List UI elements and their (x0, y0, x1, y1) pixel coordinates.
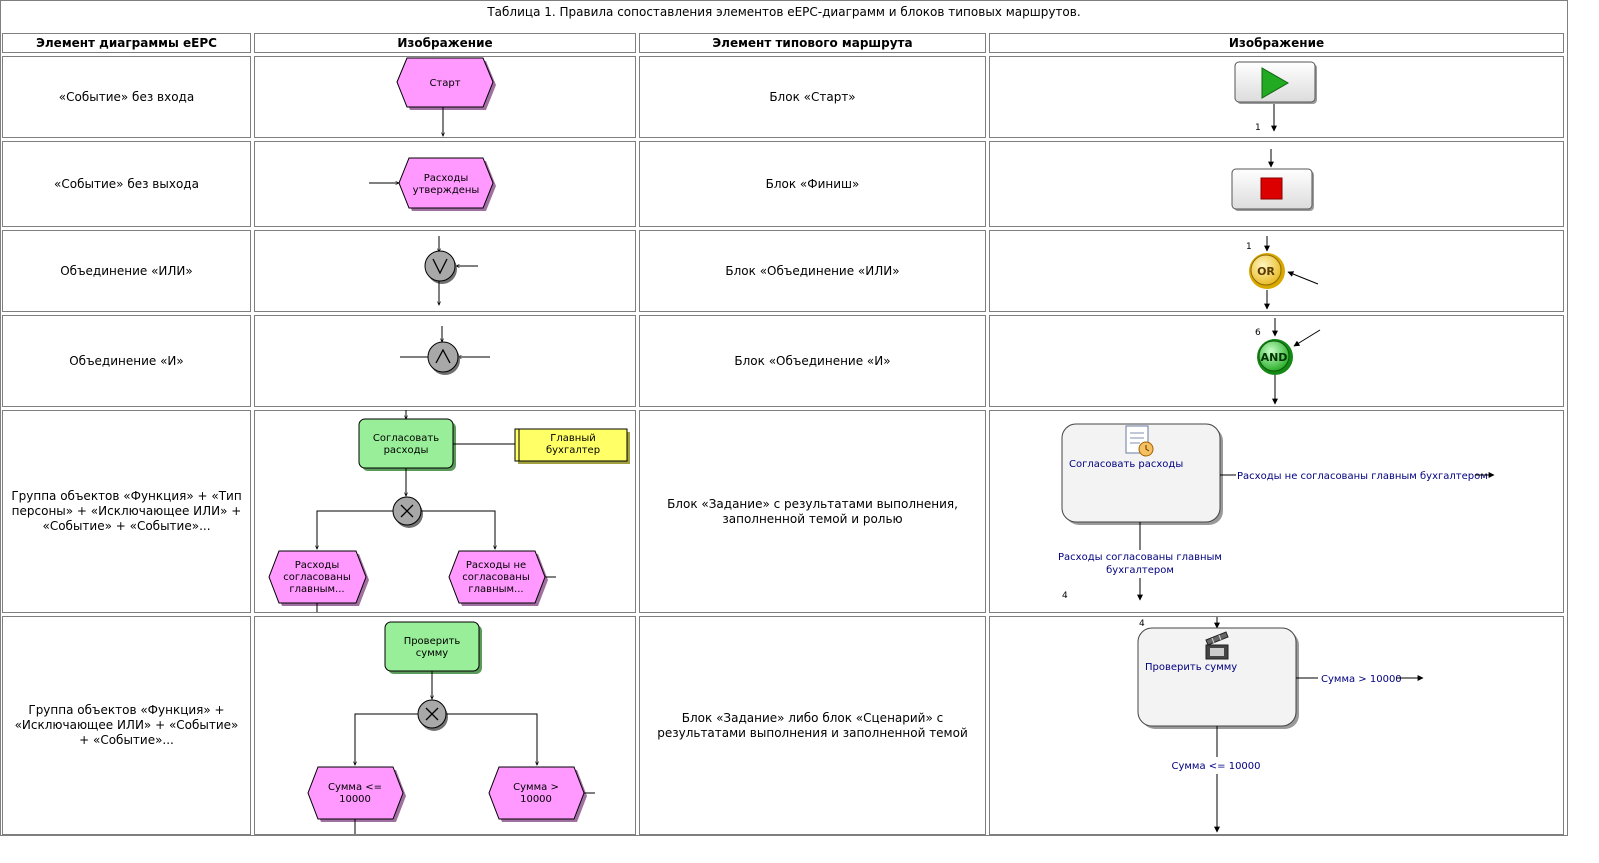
row6-route-image-cell (989, 616, 1564, 835)
row4-epc-label: Объединение «И» (2, 315, 251, 407)
row5-route-label: Блок «Задание» с результатами выполнения… (639, 410, 986, 613)
row3-epc-image-cell (254, 230, 636, 312)
row2-route-label: Блок «Финиш» (639, 141, 986, 227)
header-epc-element: Элемент диаграммы eEPC (2, 33, 251, 53)
table-title: Таблица 1. Правила сопоставления элемент… (487, 5, 1081, 19)
row3-route-label: Блок «Объединение «ИЛИ» (639, 230, 986, 312)
header-route-image: Изображение (989, 33, 1564, 53)
row6-epc-image-cell (254, 616, 636, 835)
row6-route-label: Блок «Задание» либо блок «Сценарий» с ре… (639, 616, 986, 835)
row2-epc-label: «Событие» без выхода (2, 141, 251, 227)
row1-route-label: Блок «Старт» (639, 56, 986, 138)
row2-route-image-cell (989, 141, 1564, 227)
row5-epc-image-cell (254, 410, 636, 613)
row1-epc-label: «Событие» без входа (2, 56, 251, 138)
row4-epc-image-cell (254, 315, 636, 407)
row1-route-image-cell (989, 56, 1564, 138)
row4-route-image-cell (989, 315, 1564, 407)
row5-route-image-cell (989, 410, 1564, 613)
header-epc-image: Изображение (254, 33, 636, 53)
row1-epc-image-cell (254, 56, 636, 138)
row4-route-label: Блок «Объединение «И» (639, 315, 986, 407)
row6-epc-label: Группа объектов «Функция» + «Исключающее… (2, 616, 251, 835)
row3-epc-label: Объединение «ИЛИ» (2, 230, 251, 312)
header-route-element: Элемент типового маршрута (639, 33, 986, 53)
row2-epc-image-cell (254, 141, 636, 227)
row3-route-image-cell (989, 230, 1564, 312)
table-frame (0, 0, 1568, 836)
row5-epc-label: Группа объектов «Функция» + «Тип персоны… (2, 410, 251, 613)
